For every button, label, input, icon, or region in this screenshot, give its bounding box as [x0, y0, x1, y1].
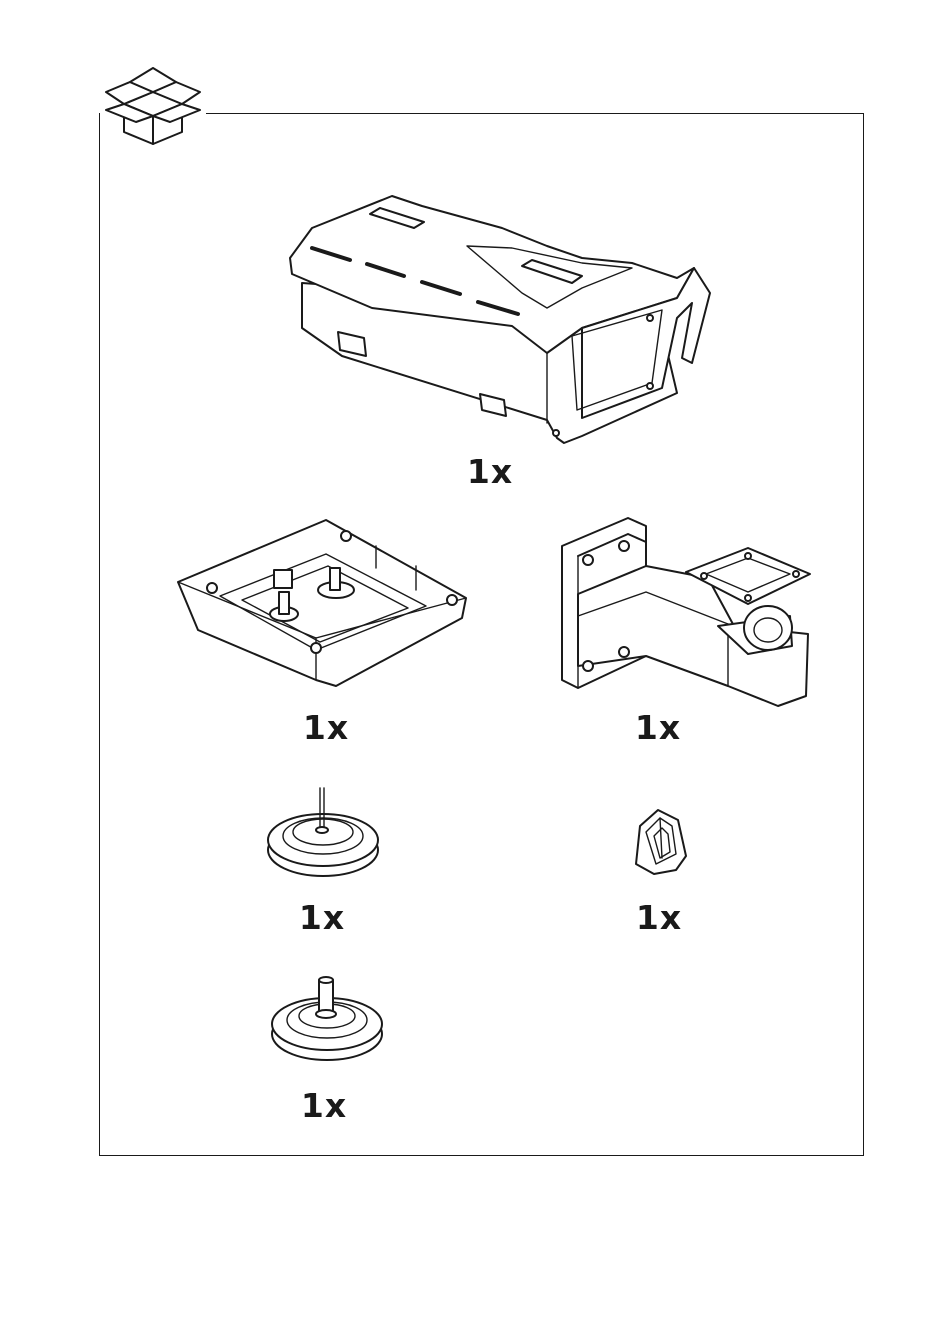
cable-gasket-icon — [266, 786, 380, 882]
back-cover-tray-icon — [176, 518, 472, 692]
quantity-cable-clip: 1x — [636, 898, 682, 937]
cable-clip-icon — [632, 806, 688, 880]
quantity-cable-gasket-thin: 1x — [299, 898, 345, 937]
quantity-housing: 1x — [467, 452, 513, 491]
quantity-cable-gasket-thick: 1x — [301, 1086, 347, 1125]
cable-gasket-plug-icon — [270, 970, 384, 1066]
camera-housing-icon — [282, 188, 722, 454]
open-box-icon — [100, 62, 206, 148]
wall-mount-bracket-icon — [558, 516, 810, 712]
quantity-back-cover: 1x — [303, 708, 349, 747]
quantity-wall-mount: 1x — [635, 708, 681, 747]
